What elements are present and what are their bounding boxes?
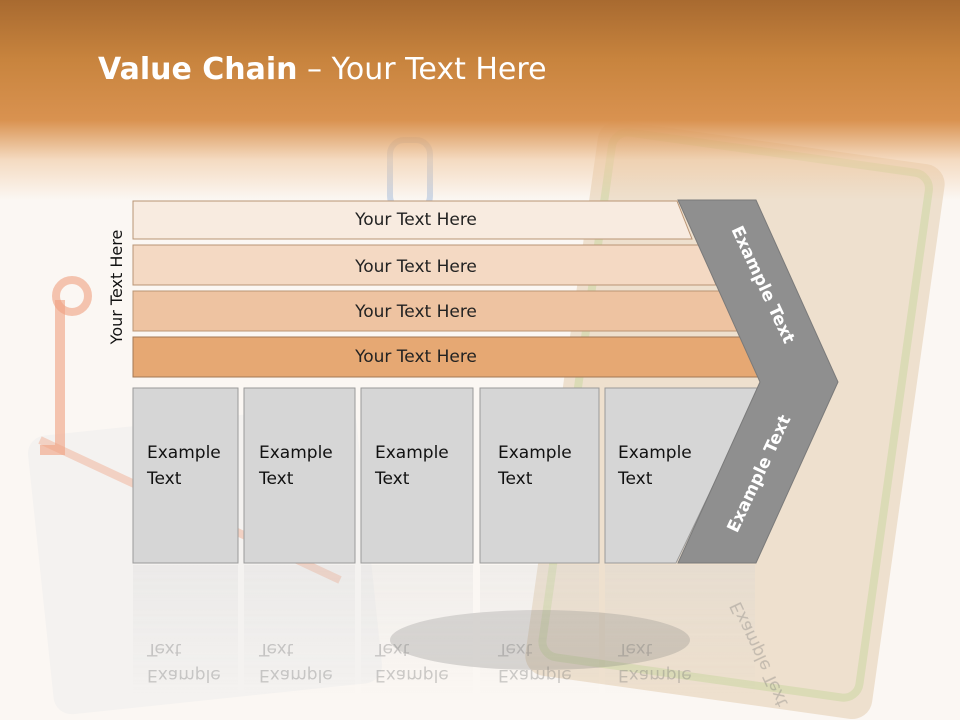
cell-4-box — [604, 387, 761, 564]
cell-1-line1: Example — [259, 443, 333, 463]
reflection-cell-3-line2: Text — [497, 639, 533, 659]
bar-1: Your Text Here — [132, 244, 717, 286]
reflection-cell-3-line1: Example — [498, 665, 572, 685]
cell-3: Example Text — [479, 387, 600, 564]
cell-0-box — [132, 387, 239, 564]
cell-2-box — [360, 387, 474, 564]
chevron-shape — [677, 199, 839, 564]
reflection-cell-3 — [480, 565, 599, 695]
cell-4-line1: Example — [618, 443, 692, 463]
cell-2-line2: Text — [374, 469, 410, 489]
reflection-cell-4 — [605, 565, 755, 695]
reflection-cell-2-line2: Text — [374, 639, 410, 659]
cell-3-line2: Text — [497, 469, 533, 489]
reflection-cell-0 — [133, 565, 238, 695]
reflection-cell-2 — [361, 565, 473, 695]
bar-0-shape — [132, 200, 693, 240]
reflection-cell-0-line2: Text — [146, 639, 182, 659]
title-rest: – Your Text Here — [297, 52, 547, 87]
header-band — [0, 0, 960, 200]
cell-4: Example Text — [604, 387, 761, 564]
reflection-cell-4-line1: Example — [618, 665, 692, 685]
cell-3-box — [479, 387, 600, 564]
bar-2-label: Your Text Here — [354, 302, 477, 322]
cell-2-line1: Example — [375, 443, 449, 463]
reflection-cell-1 — [244, 565, 355, 695]
cell-2: Example Text — [360, 387, 474, 564]
bar-3-label: Your Text Here — [354, 347, 477, 367]
cell-3-line1: Example — [498, 443, 572, 463]
reflection-cell-2-line1: Example — [375, 665, 449, 685]
slide-title: Value Chain – Your Text Here — [98, 52, 547, 87]
reflection-cell-1-line1: Example — [259, 665, 333, 685]
cell-1-line2: Text — [258, 469, 294, 489]
cell-4-line2: Text — [617, 469, 653, 489]
bar-3: Your Text Here — [132, 336, 763, 378]
cell-0-line1: Example — [147, 443, 221, 463]
reflection-cell-0-line1: Example — [147, 665, 221, 685]
bar-0-label: Your Text Here — [354, 210, 477, 230]
vertical-side-label: Your Text Here — [107, 229, 126, 345]
diagram-reflection: Example Text Example Text Example Text E… — [133, 565, 793, 710]
cell-1: Example Text — [243, 387, 356, 564]
reflection-cell-4-line2: Text — [617, 639, 653, 659]
chevron-arrow: Example Text Example Text — [677, 199, 839, 564]
bar-2: Your Text Here — [132, 290, 739, 332]
cell-0: Example Text — [132, 387, 239, 564]
bar-0: Your Text Here — [132, 200, 693, 240]
title-bold: Value Chain — [98, 52, 298, 87]
bar-1-label: Your Text Here — [354, 257, 477, 277]
reflection-cell-1-line2: Text — [258, 639, 294, 659]
cell-0-line2: Text — [146, 469, 182, 489]
cell-1-box — [243, 387, 356, 564]
